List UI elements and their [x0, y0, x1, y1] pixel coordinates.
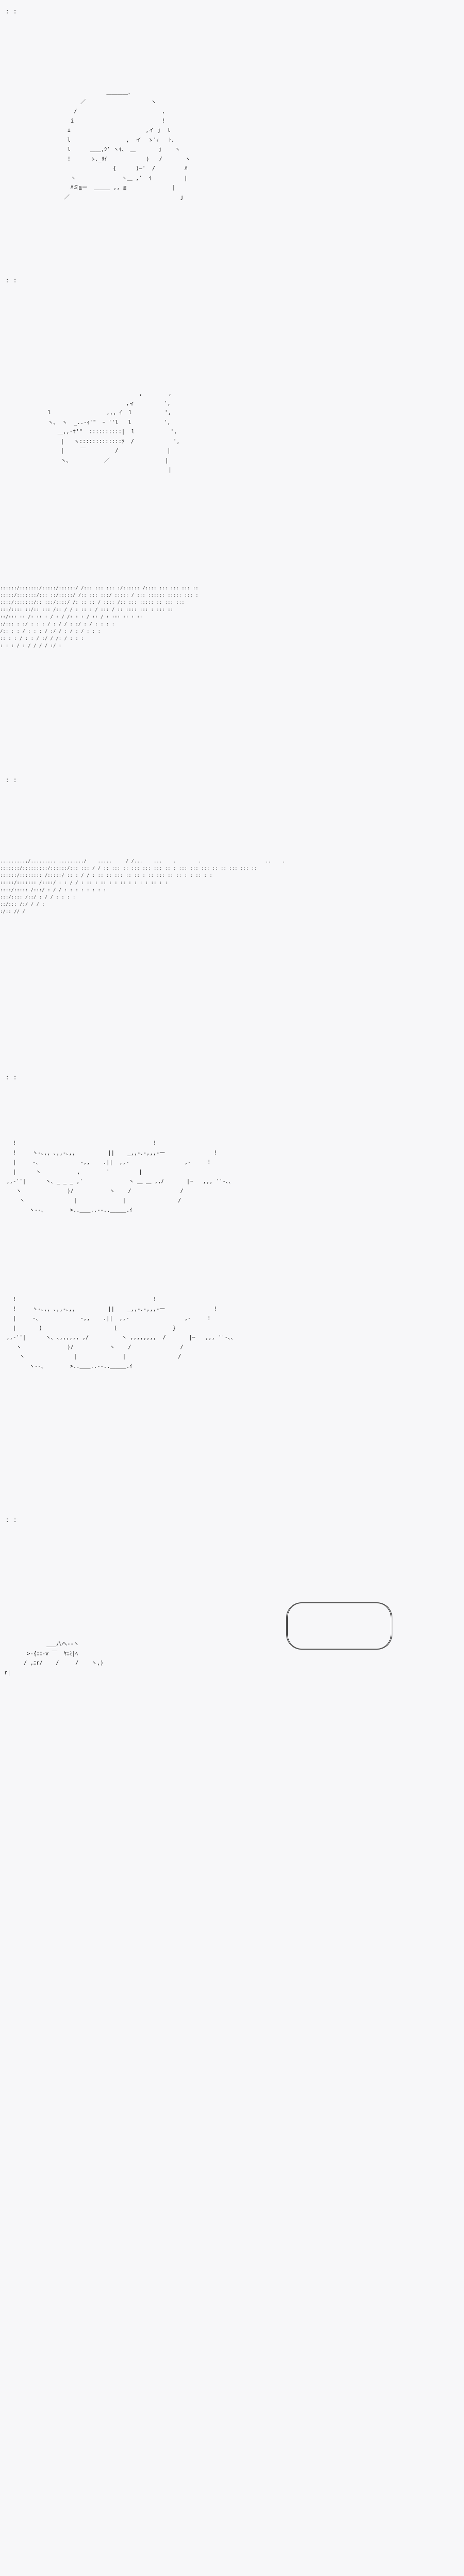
speech-bubble [286, 1602, 392, 1650]
ascii-art-hair-wind: .........,/......... ........./ ..... / … [0, 859, 285, 914]
ascii-art-eye-closeup: , , ,ィ ', l ,,, ｲ l ', ヽ、 ヽ _..-ｨ'" ｰ ''… [47, 391, 180, 473]
post-header-502: :: [6, 1516, 16, 1523]
ascii-art-face-profile: ＿＿＿＿、 ／ ヽ / , i ! i ,イ j l l , イ ゝ'ｨ ﾄ、 [64, 89, 191, 200]
ascii-art-eyes-open: ! ! ! ヽ-､,, ､,,-､,, || _,,-､-,,,-一 ! | -… [6, 1140, 234, 1213]
ascii-art-fist: ___八ヘ--ヽ >-{ﾆﾆ-v ￣ ﾔﾆﾐ|ﾍ / ,ﾆr/ / / ヽ,) … [4, 1641, 104, 1676]
post-header-498: :: [6, 7, 16, 15]
ascii-art-eyes-half: ! ! ! ヽ-､,, ､,,-､,, || _,,-､-,,,-一 ! | -… [6, 1296, 236, 1369]
post-header-501: :: [6, 1073, 16, 1081]
ascii-art-hair-sweep: ::::::/:::::::/:::::/::::::/ /::: ::: ::… [0, 586, 198, 649]
post-header-500: :: [6, 776, 16, 784]
post-header-499: :: [6, 276, 16, 284]
